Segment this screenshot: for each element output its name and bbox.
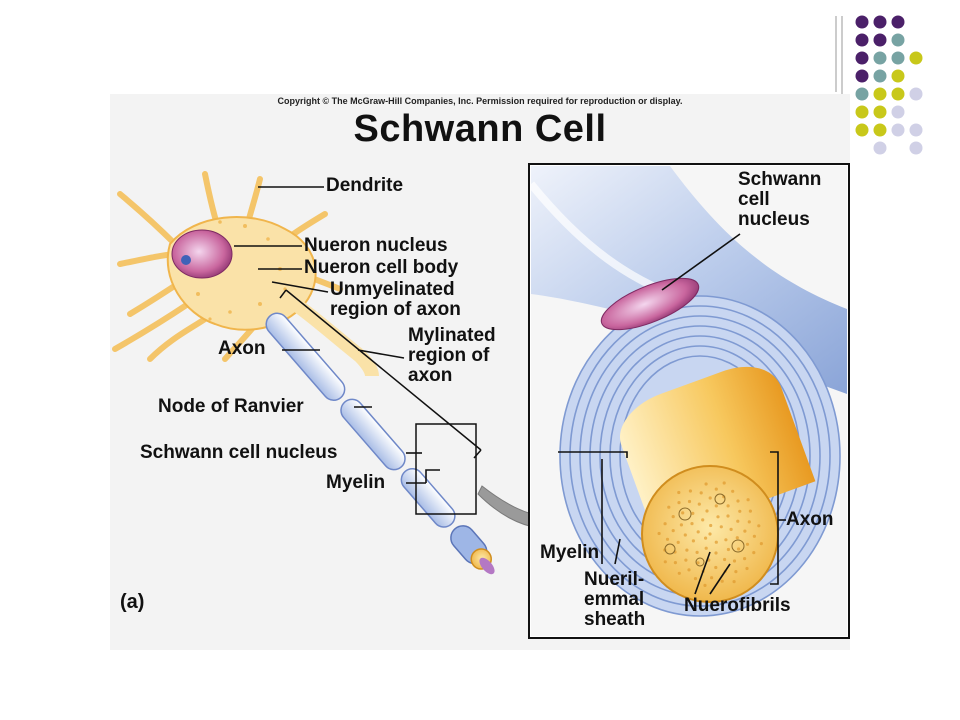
neuron-nucleus: [171, 229, 233, 279]
label-node-of-ranvier: Node of Ranvier: [158, 396, 304, 417]
label-myelin-right: Myelin: [540, 542, 600, 563]
decorative-dot: [873, 123, 887, 137]
label-neurofibrils: Nuerofibrils: [684, 595, 791, 616]
label-dendrite: Dendrite: [326, 175, 404, 196]
panel-label: (a): [120, 591, 144, 613]
schwann-cell-diagram: (a): [112, 163, 850, 639]
decorative-dot: [873, 87, 887, 101]
decorative-dot: [855, 87, 869, 101]
myelinated-bracket: [279, 289, 482, 459]
decorative-dot: [909, 123, 923, 137]
label-neurilemmal-sheath: Nueril- emmal sheath: [584, 569, 646, 630]
label-schwann-nucleus-left: Schwann cell nucleus: [140, 442, 338, 463]
decorative-dot: [873, 15, 887, 29]
label-schwann-nucleus-right: Schwann cell nucleus: [738, 169, 822, 230]
decorative-dot: [873, 33, 887, 47]
schwann-nucleus-inset: [600, 277, 700, 331]
leader-lines: [234, 186, 786, 595]
label-neuron-nucleus: Nueron nucleus: [304, 235, 448, 256]
neuron-cell-body: [112, 171, 379, 377]
decorative-dot: [855, 105, 869, 119]
decorative-dot: [855, 69, 869, 83]
decorative-dot: [891, 123, 905, 137]
decorative-dot: [891, 105, 905, 119]
label-myelin-left: Myelin: [326, 472, 386, 493]
decorative-dot: [873, 105, 887, 119]
decorative-dot: [855, 123, 869, 137]
decorative-dot: [891, 51, 905, 65]
decorative-dot: [873, 69, 887, 83]
decorative-dot: [909, 51, 923, 65]
decorative-dot: [909, 87, 923, 101]
decorative-dot: [891, 69, 905, 83]
figure-panel: (a) Copyright © The McGraw-Hill Companie…: [110, 94, 850, 650]
decorative-dot: [855, 15, 869, 29]
decorative-dot: [873, 51, 887, 65]
decorative-dot: [873, 141, 887, 155]
decorative-dot-grid: [855, 15, 923, 155]
zoom-box: [415, 423, 477, 515]
inset-enlargement: [528, 163, 850, 639]
decorative-dot: [891, 33, 905, 47]
decorative-dot: [891, 87, 905, 101]
decorative-dot: [855, 51, 869, 65]
label-axon-right: Axon: [786, 509, 834, 530]
label-axon-left: Axon: [218, 338, 266, 359]
decorative-dot: [891, 15, 905, 29]
figure-title: Schwann Cell: [353, 108, 607, 150]
decorative-dot: [855, 33, 869, 47]
decorative-dot: [909, 141, 923, 155]
label-myelinated-region: Mylinated region of axon: [408, 325, 496, 386]
label-neuron-cell-body: Nueron cell body: [304, 257, 459, 278]
copyright-notice: Copyright © The McGraw-Hill Companies, I…: [277, 96, 683, 106]
label-unmyelinated-region: Unmyelinated region of axon: [330, 279, 461, 320]
